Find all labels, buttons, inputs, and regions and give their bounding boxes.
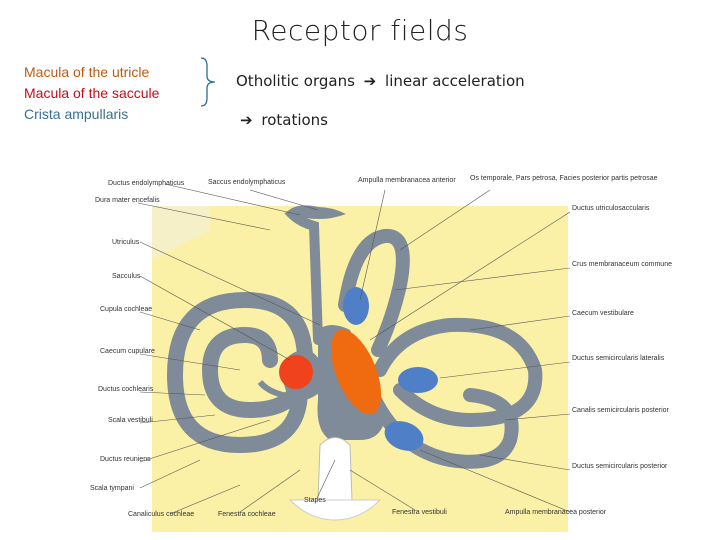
label-ductus-utriculosaccularis: Ductus utriculosaccularis <box>572 205 650 212</box>
label-ductus-cochlearis: Ductus cochlearis <box>98 386 154 393</box>
inner-ear-diagram: Ductus endolymphaticus Dura mater encefa… <box>90 175 672 532</box>
receptor-legend: Macula of the utricle Macula of the sacc… <box>24 62 159 125</box>
otholitic-note: Otholitic organs ➔ linear acceleration <box>236 72 525 90</box>
saccule-macula-marker <box>279 355 313 389</box>
arrow-right-icon: ➔ <box>363 72 377 90</box>
arrow-right-icon: ➔ <box>240 111 253 129</box>
label-crus-commune: Crus membranaceum commune <box>572 261 672 268</box>
label-cupula-cochleae: Cupula cochleae <box>100 306 152 313</box>
label-ampulla-anterior: Ampulla membranacea anterior <box>358 177 456 184</box>
label-scala-tympani: Scala tympani <box>90 485 134 492</box>
endolymphatic-sac <box>290 207 346 219</box>
label-caecum-vestibulare: Caecum vestibulare <box>572 310 634 317</box>
diagram-labels: Ductus endolymphaticus Dura mater encefa… <box>90 175 672 518</box>
label-os-temporale: Os temporale, Pars petrosa, Facies poste… <box>470 175 658 182</box>
label-ductus-lateralis: Ductus semicircularis lateralis <box>572 355 665 362</box>
page-title: Receptor fields <box>251 14 469 47</box>
label-ampulla-posterior: Ampulla membranacea posterior <box>505 509 607 516</box>
label-ductus-posterior: Ductus semicircularis posterior <box>572 463 668 470</box>
posterior-crista-marker <box>384 421 424 451</box>
label-canalis-posterior: Canalis semicircularis posterior <box>572 407 670 414</box>
label-ductus-endolymphaticus: Ductus endolymphaticus <box>108 180 185 187</box>
label-saccus-endolymphaticus: Saccus endolymphaticus <box>208 179 286 186</box>
label-canaliculus-cochleae: Canaliculus cochleae <box>128 511 194 518</box>
lateral-canal <box>373 317 543 428</box>
bracket-icon <box>200 57 216 107</box>
label-stapes: Stapes <box>304 497 326 504</box>
lateral-crista-marker <box>398 367 438 393</box>
label-utriculus: Utriculus <box>112 239 140 246</box>
stapes <box>317 437 353 501</box>
utricle-macula-marker <box>330 329 382 415</box>
rotation-note: ➔ rotations <box>236 111 328 129</box>
cochlea <box>166 291 314 454</box>
label-caecum-cupulare: Caecum cupulare <box>100 348 155 355</box>
label-dura-mater: Dura mater encefalis <box>95 197 160 204</box>
rotation-value: rotations <box>261 111 328 129</box>
otholitic-value: linear acceleration <box>385 72 525 90</box>
legend-saccule: Macula of the saccule <box>24 85 160 101</box>
label-scala-vestibuli: Scala vestibuli <box>108 417 153 424</box>
label-sacculus: Sacculus <box>112 273 141 280</box>
label-ductus-reuniens: Ductus reuniens <box>100 456 151 463</box>
label-fenestra-vestibuli: Fenestra vestibuli <box>392 509 447 516</box>
anterior-canal <box>338 229 410 357</box>
anterior-crista-marker <box>343 287 369 325</box>
label-fenestra-cochleae: Fenestra cochleae <box>218 511 276 518</box>
otholitic-label: Otholitic organs <box>236 72 355 90</box>
legend-crista: Crista ampullaris <box>24 106 129 122</box>
legend-utricle: Macula of the utricle <box>24 64 150 80</box>
